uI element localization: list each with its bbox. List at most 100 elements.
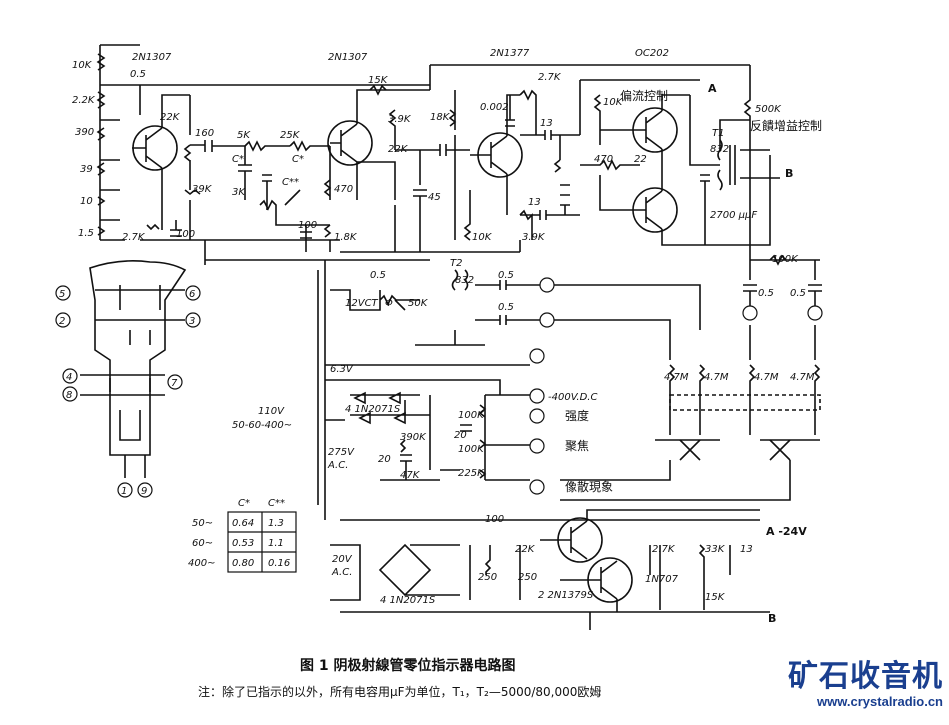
- transistor-label: 2N1307: [328, 52, 368, 63]
- resistor-label: 22K: [388, 144, 409, 155]
- terminal-9: [529, 348, 545, 364]
- pin-label: 2: [59, 316, 65, 327]
- resistor-label: 3.9K: [388, 114, 412, 125]
- pin-9-marker: [137, 482, 153, 498]
- resistor-label: 22: [634, 154, 647, 165]
- capacitor-label: 0.5: [130, 69, 146, 80]
- pin-7-marker: [167, 374, 183, 390]
- pin-1-marker: [117, 482, 133, 498]
- resistor-label: 4.7M: [664, 372, 689, 383]
- table-header-c2: C**: [268, 498, 285, 509]
- table-cell: 0.16: [268, 558, 290, 569]
- hv-diode-label: 4 1N2071S: [345, 404, 401, 415]
- capacitor-label: 100: [176, 229, 195, 240]
- pin-label: 8: [66, 390, 72, 401]
- winding-label: 12VCT: [345, 298, 379, 309]
- pin-4-marker: [62, 368, 78, 384]
- pin-label: 5: [59, 289, 65, 300]
- capacitor-label: 20: [378, 454, 391, 465]
- capacitor-label: 2700 μμF: [710, 210, 757, 221]
- site-logo: 矿石收音机 www.crystalradio.cn: [788, 660, 943, 710]
- intensity-label: 强度: [565, 408, 589, 423]
- resistor-label: 1.8K: [334, 232, 358, 243]
- capacitor-label: 0.5: [758, 288, 774, 299]
- capacitor-label: 160: [195, 128, 214, 139]
- supply-a-label: A -24V: [766, 525, 807, 538]
- terminal-4: [529, 479, 545, 495]
- transformer-t1-ratio: 832: [710, 144, 729, 155]
- pin-label: 6: [189, 289, 195, 300]
- pin-3-marker: [185, 312, 201, 328]
- table-header-c1: C*: [238, 498, 250, 509]
- resistor-label: 33K: [705, 544, 726, 555]
- terminal-2: [807, 305, 823, 321]
- output-a-label: A: [708, 82, 717, 95]
- resistor-label: 500K: [755, 104, 782, 115]
- figure-note: 注：除了已指示的以外，所有电容用μF为单位，T₁，T₂—5000/80,000欧…: [198, 685, 602, 699]
- resistor-label: 2.7K: [538, 72, 562, 83]
- figure-caption: 图 1 阴极射線管零位指示器电路图: [300, 658, 516, 674]
- terminal-5: [539, 277, 555, 293]
- terminal-8: [529, 388, 545, 404]
- terminal-6: [539, 312, 555, 328]
- resistor-label: 100: [485, 514, 504, 525]
- resistor-label: 390: [75, 127, 94, 138]
- hv-dc-label: -400V.D.C: [548, 392, 597, 403]
- resistor-label: 1.5: [78, 228, 94, 239]
- pin-8-marker: [62, 386, 78, 402]
- astigmatism-label: 像散現象: [565, 479, 613, 494]
- resistor-label: 10K: [603, 97, 624, 108]
- hv-ac-label: A.C.: [327, 460, 348, 471]
- capacitor-labels: 0.5 160 C* C* C** 100 100 45 0.002 13 13…: [130, 69, 806, 583]
- resistor-label: 22K: [160, 112, 181, 123]
- transformer-t1-label: T1: [712, 128, 724, 139]
- phase-symbol: Φ: [385, 298, 393, 309]
- lv-diode-label: 4 1N2071S: [380, 595, 436, 606]
- resistor-label: 4.7M: [790, 372, 815, 383]
- resistor-label: 39: [80, 164, 93, 175]
- zener-label: 1N707: [645, 574, 679, 585]
- pin-2-marker: [55, 312, 71, 328]
- resistor-label: 18K: [430, 112, 451, 123]
- capacitor-label: 13: [740, 544, 753, 555]
- output-b-label: B: [785, 167, 793, 180]
- resistor-label: 5K: [237, 130, 251, 141]
- capacitor-label: 20: [454, 430, 467, 441]
- resistor-label: 2.7K: [122, 232, 146, 243]
- resistor-label: 470: [594, 154, 613, 165]
- resistor-label: 10K: [472, 232, 493, 243]
- pin-label: 7: [171, 378, 178, 389]
- terminal-7: [529, 438, 545, 454]
- capacitor-label: 0.5: [498, 270, 514, 281]
- resistor-label: 3.9K: [522, 232, 546, 243]
- capacitor-label: 0.002: [480, 102, 509, 113]
- chinese-labels: 偏流控制 反饋增益控制 强度 聚焦 像散現象: [565, 88, 822, 494]
- capacitor-label: 250: [518, 572, 537, 583]
- mains-frequency-label: 50-60-400~: [232, 420, 292, 431]
- capacitor-label: 0.5: [790, 288, 806, 299]
- capacitor-label: C**: [282, 177, 299, 188]
- misc-labels: 12VCT T2 832 T1 832 6.3V 110V 50-60-400~…: [232, 82, 807, 625]
- resistor-label: 25K: [280, 130, 301, 141]
- resistor-label: 15K: [705, 592, 726, 603]
- capacitor-label: 0.5: [370, 270, 386, 281]
- hv-winding-label: 275V: [328, 447, 355, 458]
- transformer-t2-ratio: 832: [455, 275, 474, 286]
- capacitor-label: 0.5: [498, 302, 514, 313]
- resistor-label: 47K: [400, 470, 421, 481]
- table-row-freq: 60~: [192, 538, 213, 549]
- terminal-3: [742, 305, 758, 321]
- pin-label: 9: [141, 486, 147, 497]
- table-cell: 0.53: [232, 538, 254, 549]
- mains-voltage-label: 110V: [258, 406, 285, 417]
- terminal-1: [529, 408, 545, 424]
- resistor-label: 2.7K: [652, 544, 676, 555]
- transformer-t2-label: T2: [450, 258, 462, 269]
- pin-label: 3: [189, 316, 195, 327]
- resistor-label: 390K: [400, 432, 427, 443]
- capacitor-label: 45: [428, 192, 441, 203]
- pin-6-marker: [185, 285, 201, 301]
- capacitor-label: 250: [478, 572, 497, 583]
- supply-b-label: B: [768, 612, 776, 625]
- resistor-label: 4.7M: [704, 372, 729, 383]
